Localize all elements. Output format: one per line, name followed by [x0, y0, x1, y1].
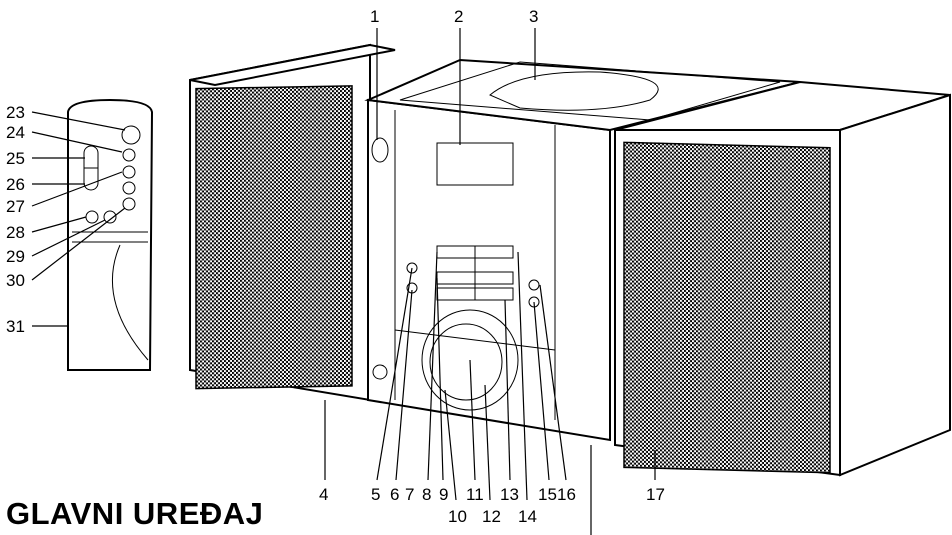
label-5: 5	[371, 485, 380, 504]
label-23: 23	[6, 103, 25, 122]
remote-control	[67, 98, 154, 371]
top-knob	[371, 137, 389, 163]
label-31: 31	[6, 317, 25, 336]
remote-button-23	[121, 125, 141, 145]
remote-button-29	[103, 210, 117, 224]
left-speaker-grille	[195, 85, 353, 390]
remote-button-30	[122, 197, 136, 211]
left-small-button-1	[406, 262, 418, 274]
left-speaker	[189, 43, 396, 402]
volume-knob-ring	[421, 309, 519, 411]
right-speaker-grille	[623, 141, 831, 474]
label-10: 10	[448, 507, 467, 526]
label-13: 13	[500, 485, 519, 504]
cd-lid	[399, 61, 781, 121]
label-12: 12	[482, 507, 501, 526]
number-labels: 1 2 3 4 5 6 7 8 9 10 11 12 13 14 15 16 1…	[6, 7, 665, 526]
label-4: 4	[319, 485, 328, 504]
label-6: 6	[390, 485, 399, 504]
page-title: GLAVNI UREĐAJ	[6, 496, 264, 531]
volume-knob	[429, 323, 503, 401]
remote-button-27b	[122, 181, 136, 195]
label-28: 28	[6, 223, 25, 242]
label-30: 30	[6, 271, 25, 290]
cd-compartment	[489, 71, 659, 111]
label-26: 26	[6, 175, 25, 194]
leader-lines	[31, 28, 656, 535]
label-24: 24	[6, 123, 25, 142]
right-speaker	[614, 80, 951, 477]
label-17: 17	[646, 485, 665, 504]
remote-button-24	[122, 148, 136, 162]
remote-button-27a	[122, 165, 136, 179]
label-11: 11	[466, 485, 484, 504]
label-7: 7	[405, 485, 414, 504]
label-3: 3	[529, 7, 538, 26]
label-14: 14	[518, 507, 537, 526]
label-25: 25	[6, 149, 25, 168]
label-29: 29	[6, 247, 25, 266]
right-small-button-1	[528, 279, 540, 291]
label-27: 27	[6, 197, 25, 216]
label-9: 9	[439, 485, 448, 504]
label-1: 1	[370, 7, 379, 26]
display-window	[436, 142, 514, 186]
label-2: 2	[454, 7, 463, 26]
label-15: 15	[538, 485, 557, 504]
headphone-jack	[372, 364, 388, 380]
label-16: 16	[557, 485, 576, 504]
label-8: 8	[422, 485, 431, 504]
